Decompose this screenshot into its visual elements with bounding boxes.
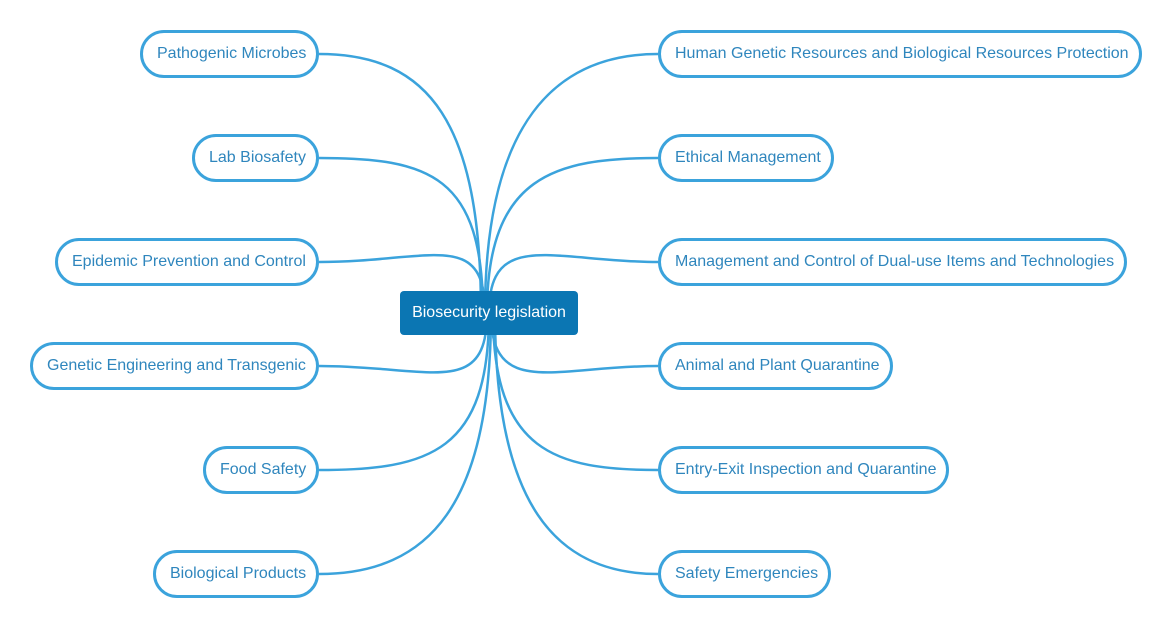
connector-right-5: [491, 312, 659, 472]
connector-left-3: [318, 253, 487, 314]
node-biological-products[interactable]: Biological Products: [153, 550, 319, 598]
node-lab-biosafety[interactable]: Lab Biosafety: [192, 134, 319, 182]
connector-right-3: [487, 253, 659, 314]
connector-left-5: [318, 312, 491, 472]
node-epidemic-prevention[interactable]: Epidemic Prevention and Control: [55, 238, 319, 286]
node-food-safety[interactable]: Food Safety: [203, 446, 319, 494]
node-genetic-engineering[interactable]: Genetic Engineering and Transgenic: [30, 342, 319, 390]
connector-left-4: [318, 312, 489, 374]
root-node[interactable]: Biosecurity legislation: [400, 291, 578, 335]
connector-right-1: [483, 52, 659, 314]
node-entry-exit-inspection[interactable]: Entry-Exit Inspection and Quarantine: [658, 446, 949, 494]
node-animal-plant-quarantine[interactable]: Animal and Plant Quarantine: [658, 342, 893, 390]
node-safety-emergencies[interactable]: Safety Emergencies: [658, 550, 831, 598]
connector-left-1: [318, 52, 483, 314]
node-pathogenic-microbes[interactable]: Pathogenic Microbes: [140, 30, 319, 78]
node-human-genetic-resources[interactable]: Human Genetic Resources and Biological R…: [658, 30, 1142, 78]
node-dual-use-control[interactable]: Management and Control of Dual-use Items…: [658, 238, 1127, 286]
connector-left-6: [318, 312, 493, 576]
connector-left-2: [318, 156, 485, 314]
connector-right-2: [485, 156, 659, 314]
node-ethical-management[interactable]: Ethical Management: [658, 134, 834, 182]
connector-right-6: [493, 312, 659, 576]
